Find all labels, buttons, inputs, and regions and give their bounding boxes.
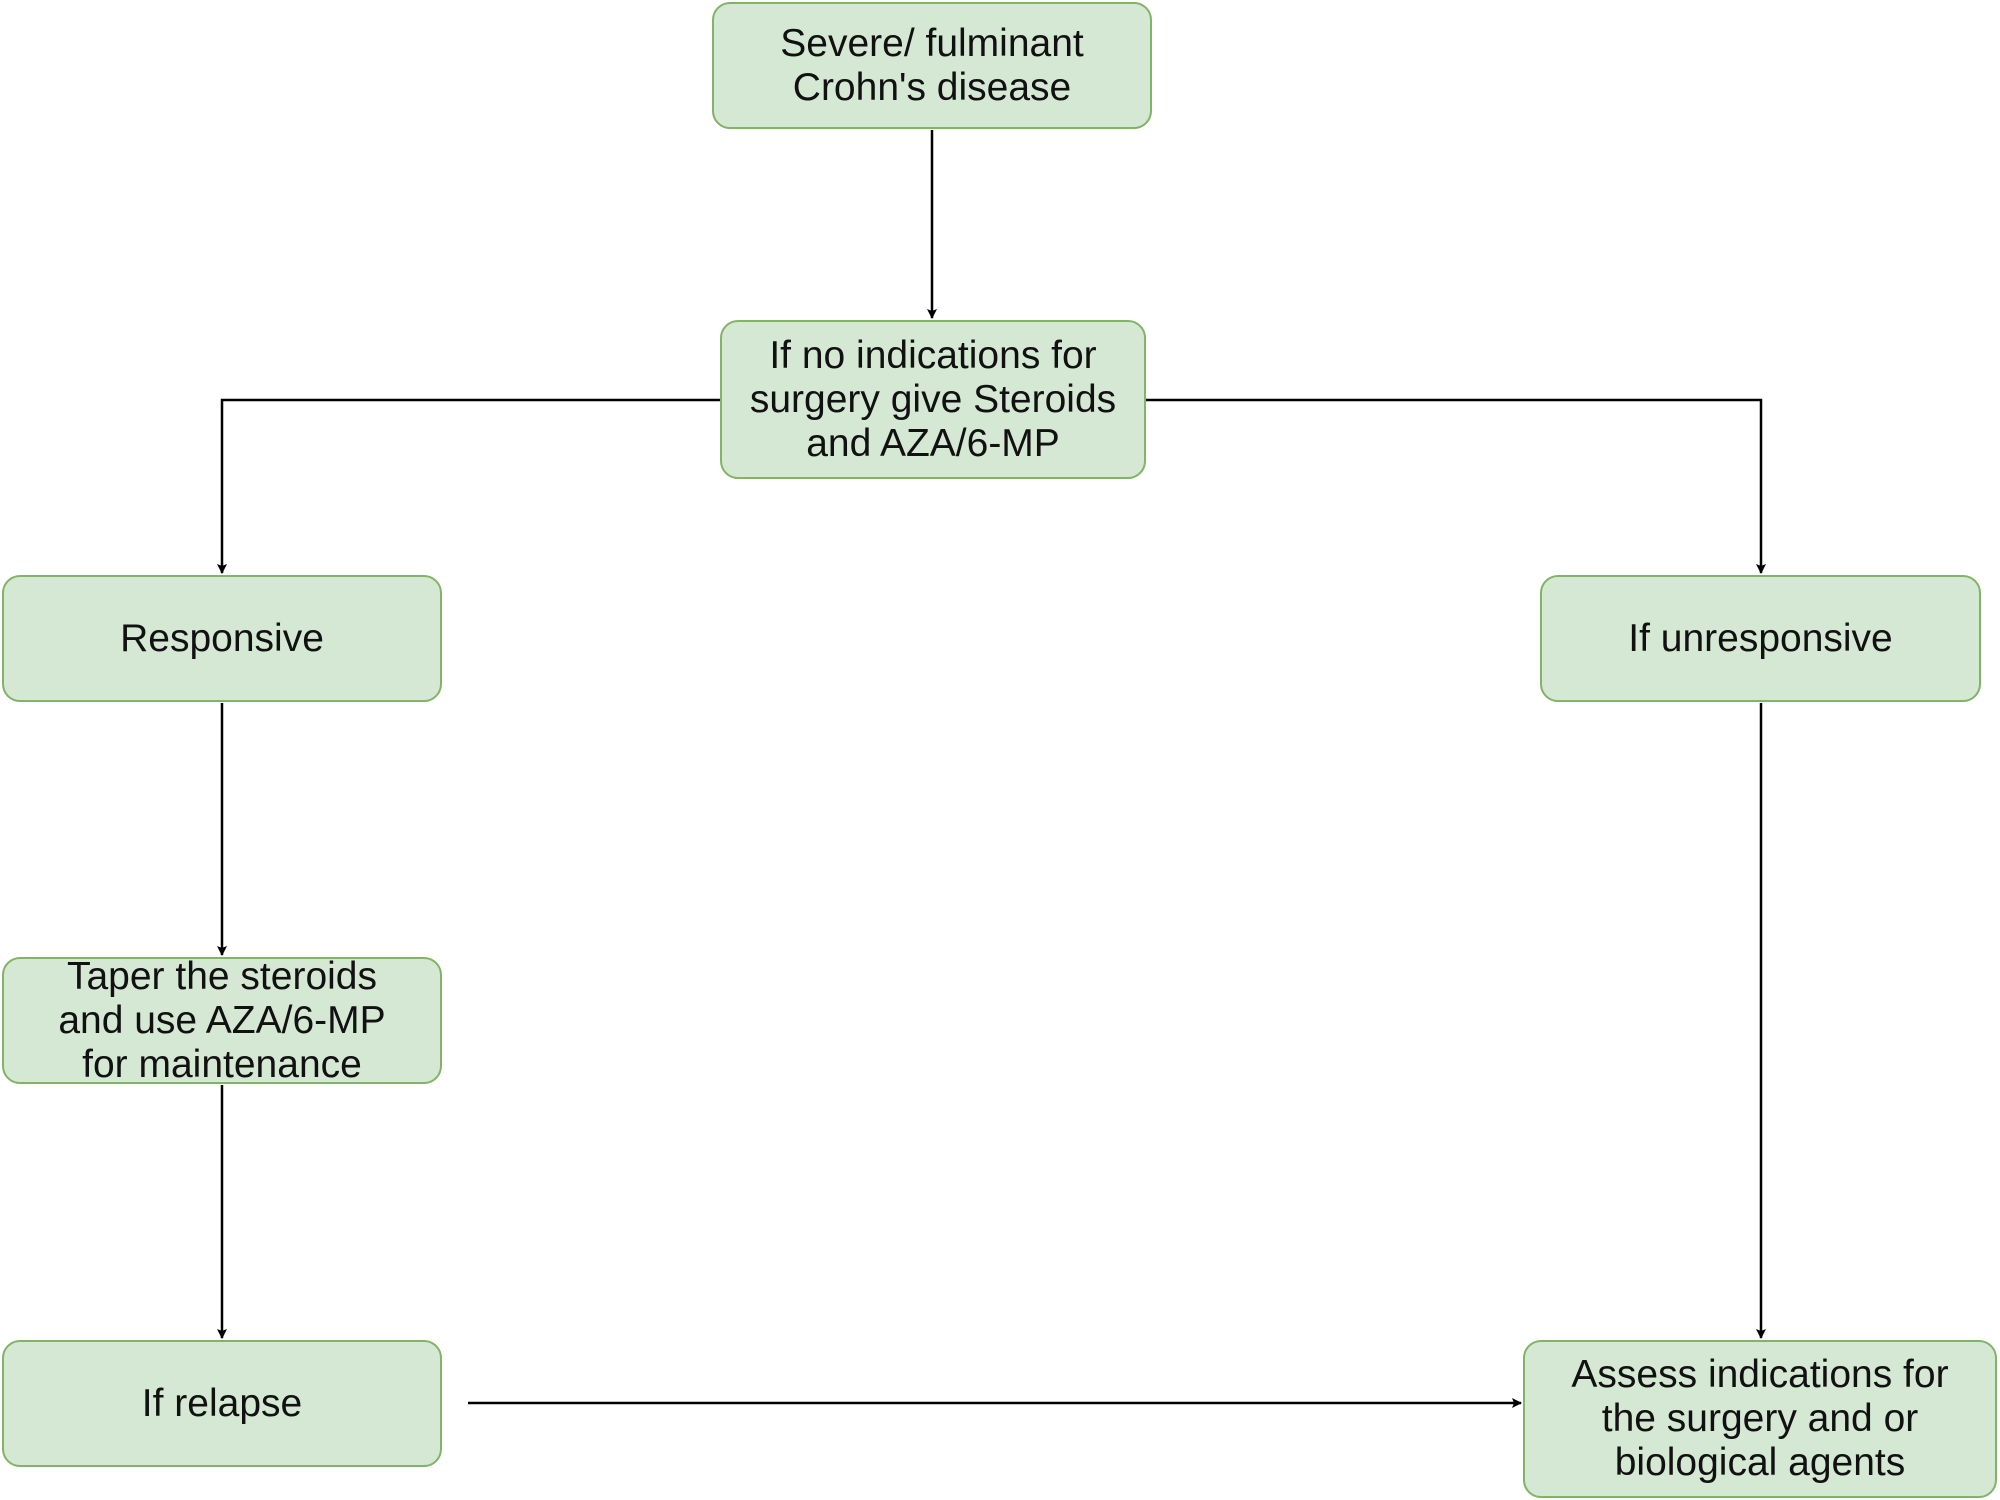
node-label: If no indications for surgery give Stero… (749, 333, 1117, 465)
node-label: Assess indications for the surgery and o… (1571, 1353, 1949, 1484)
node-label: Taper the steroids and use AZA/6-MP for … (58, 954, 386, 1086)
node-responsive: Responsive (2, 575, 442, 702)
node-severe-fulminant-crohns: Severe/ fulminant Crohn's disease (712, 2, 1152, 129)
node-relapse: If relapse (2, 1340, 442, 1467)
node-label: If relapse (141, 1381, 303, 1425)
node-taper-steroids: Taper the steroids and use AZA/6-MP for … (2, 954, 442, 1086)
node-label: If unresponsive (1628, 616, 1893, 660)
edge-steroids-to-responsive (217, 398, 720, 574)
node-unresponsive: If unresponsive (1540, 575, 1981, 702)
edge-steroids-to-unresponsive (1146, 398, 1766, 574)
node-assess-surgery-biologics: Assess indications for the surgery and o… (1523, 1340, 1997, 1498)
node-label: Severe/ fulminant Crohn's disease (780, 21, 1084, 109)
node-label: Responsive (120, 616, 324, 660)
node-steroids-aza-6mp: If no indications for surgery give Stero… (720, 320, 1146, 479)
